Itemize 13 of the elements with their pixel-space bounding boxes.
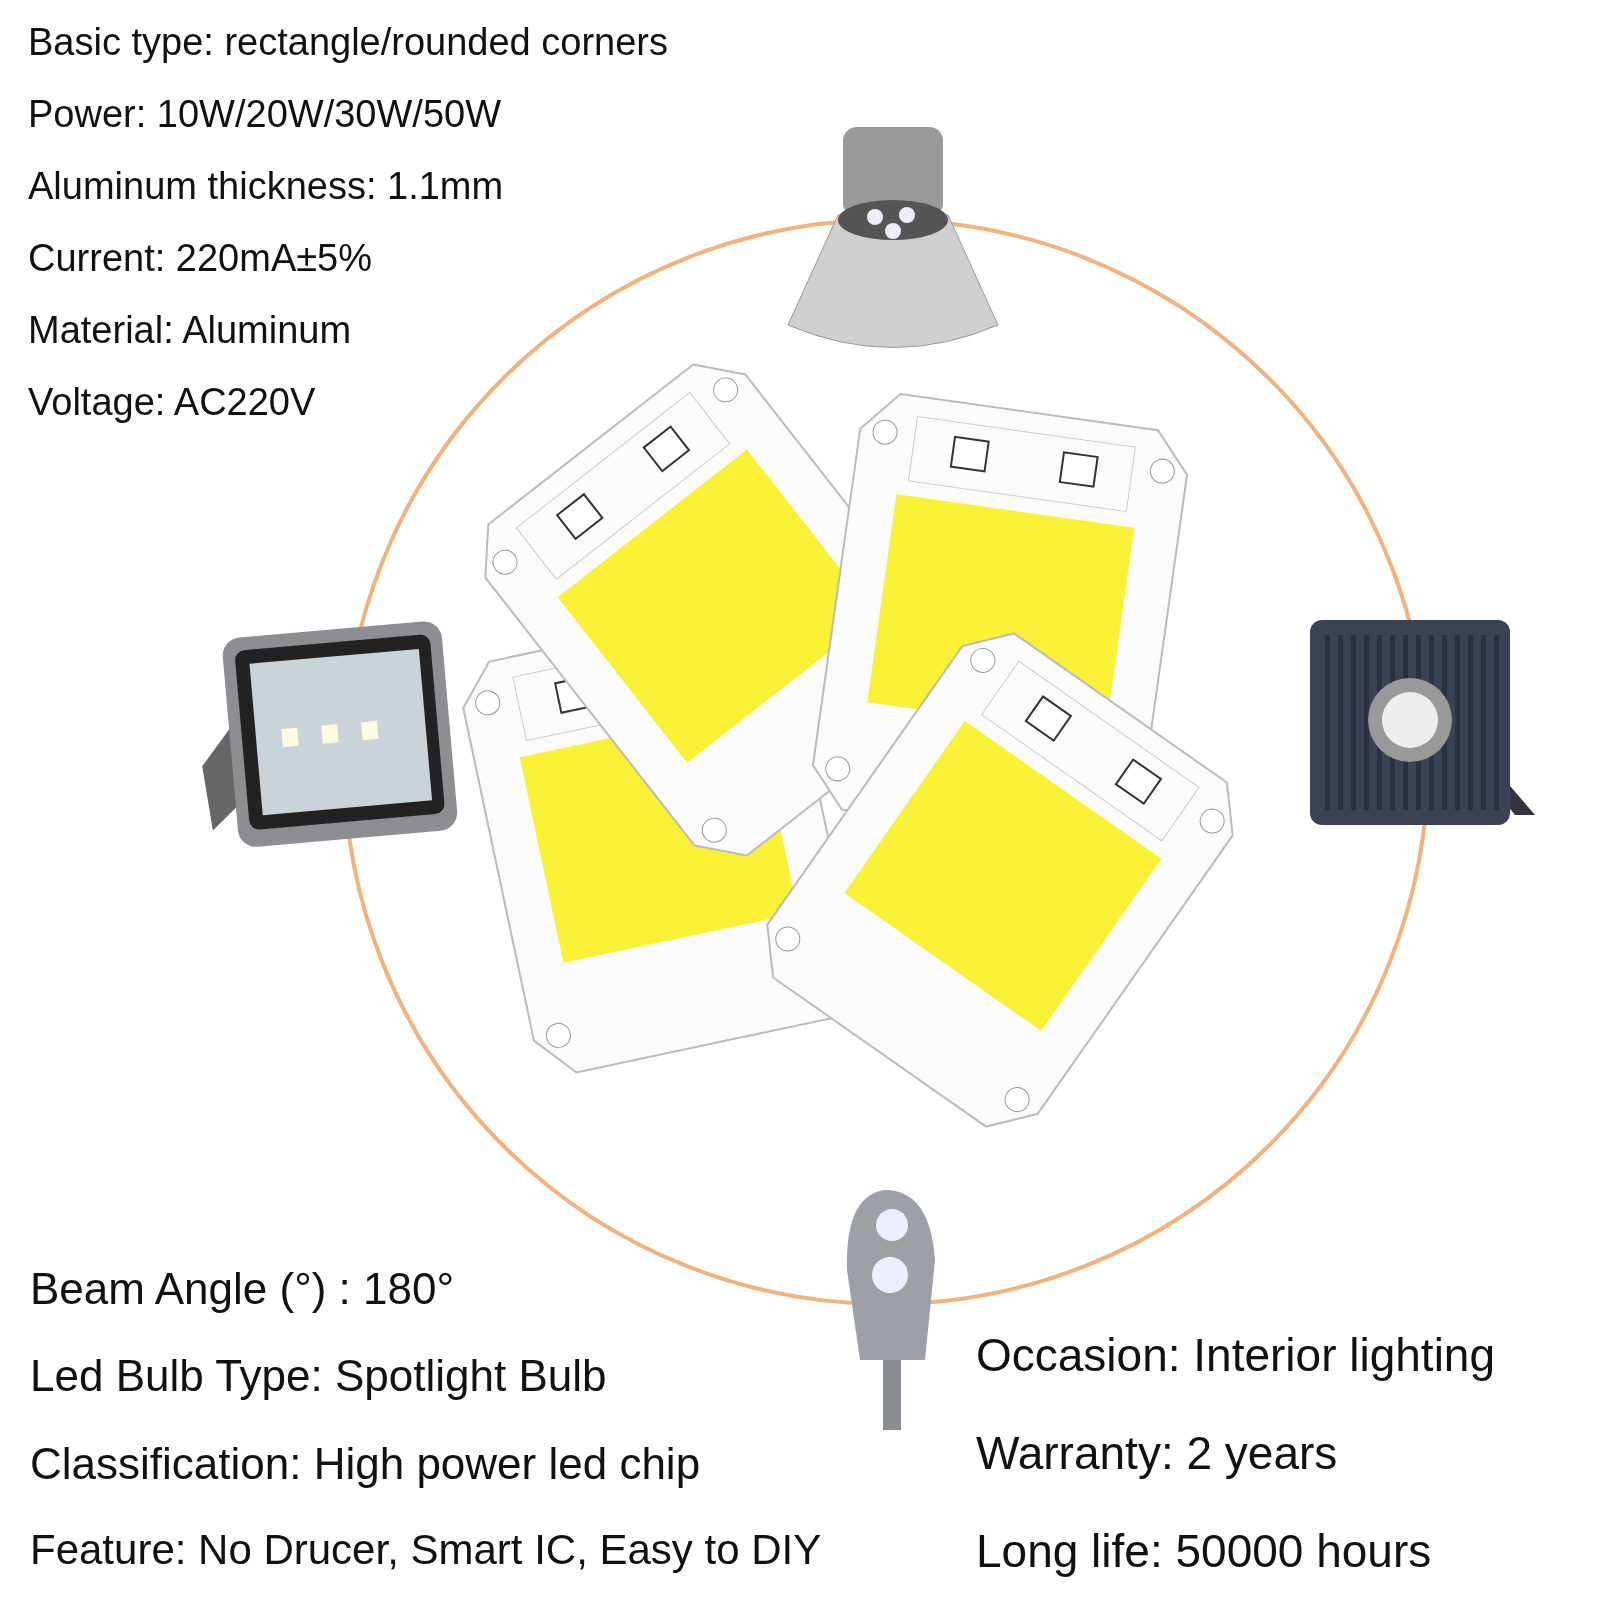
spec-text: Material: Aluminum xyxy=(28,310,352,352)
spec-text: Long life: 50000 hours xyxy=(976,1526,1432,1577)
spec-text: Basic type: rectangle/rounded corners xyxy=(28,22,669,64)
spec-text: Current: 220mA±5% xyxy=(28,238,372,280)
spec-text: Classification: High power led chip xyxy=(30,1440,701,1489)
spec-text: Power: 10W/20W/30W/50W xyxy=(28,94,502,136)
spec-text: Beam Angle (°) : 180° xyxy=(30,1265,455,1314)
spec-text: Voltage: AC220V xyxy=(28,382,316,424)
spec-text: Warranty: 2 years xyxy=(976,1428,1338,1479)
spec-text: Aluminum thickness: 1.1mm xyxy=(28,166,504,208)
spec-text: Led Bulb Type: Spotlight Bulb xyxy=(30,1352,607,1401)
spec-text: Occasion: Interior lighting xyxy=(976,1330,1496,1381)
spec-text: Feature: No Drucer, Smart IC, Easy to DIY xyxy=(30,1527,822,1574)
